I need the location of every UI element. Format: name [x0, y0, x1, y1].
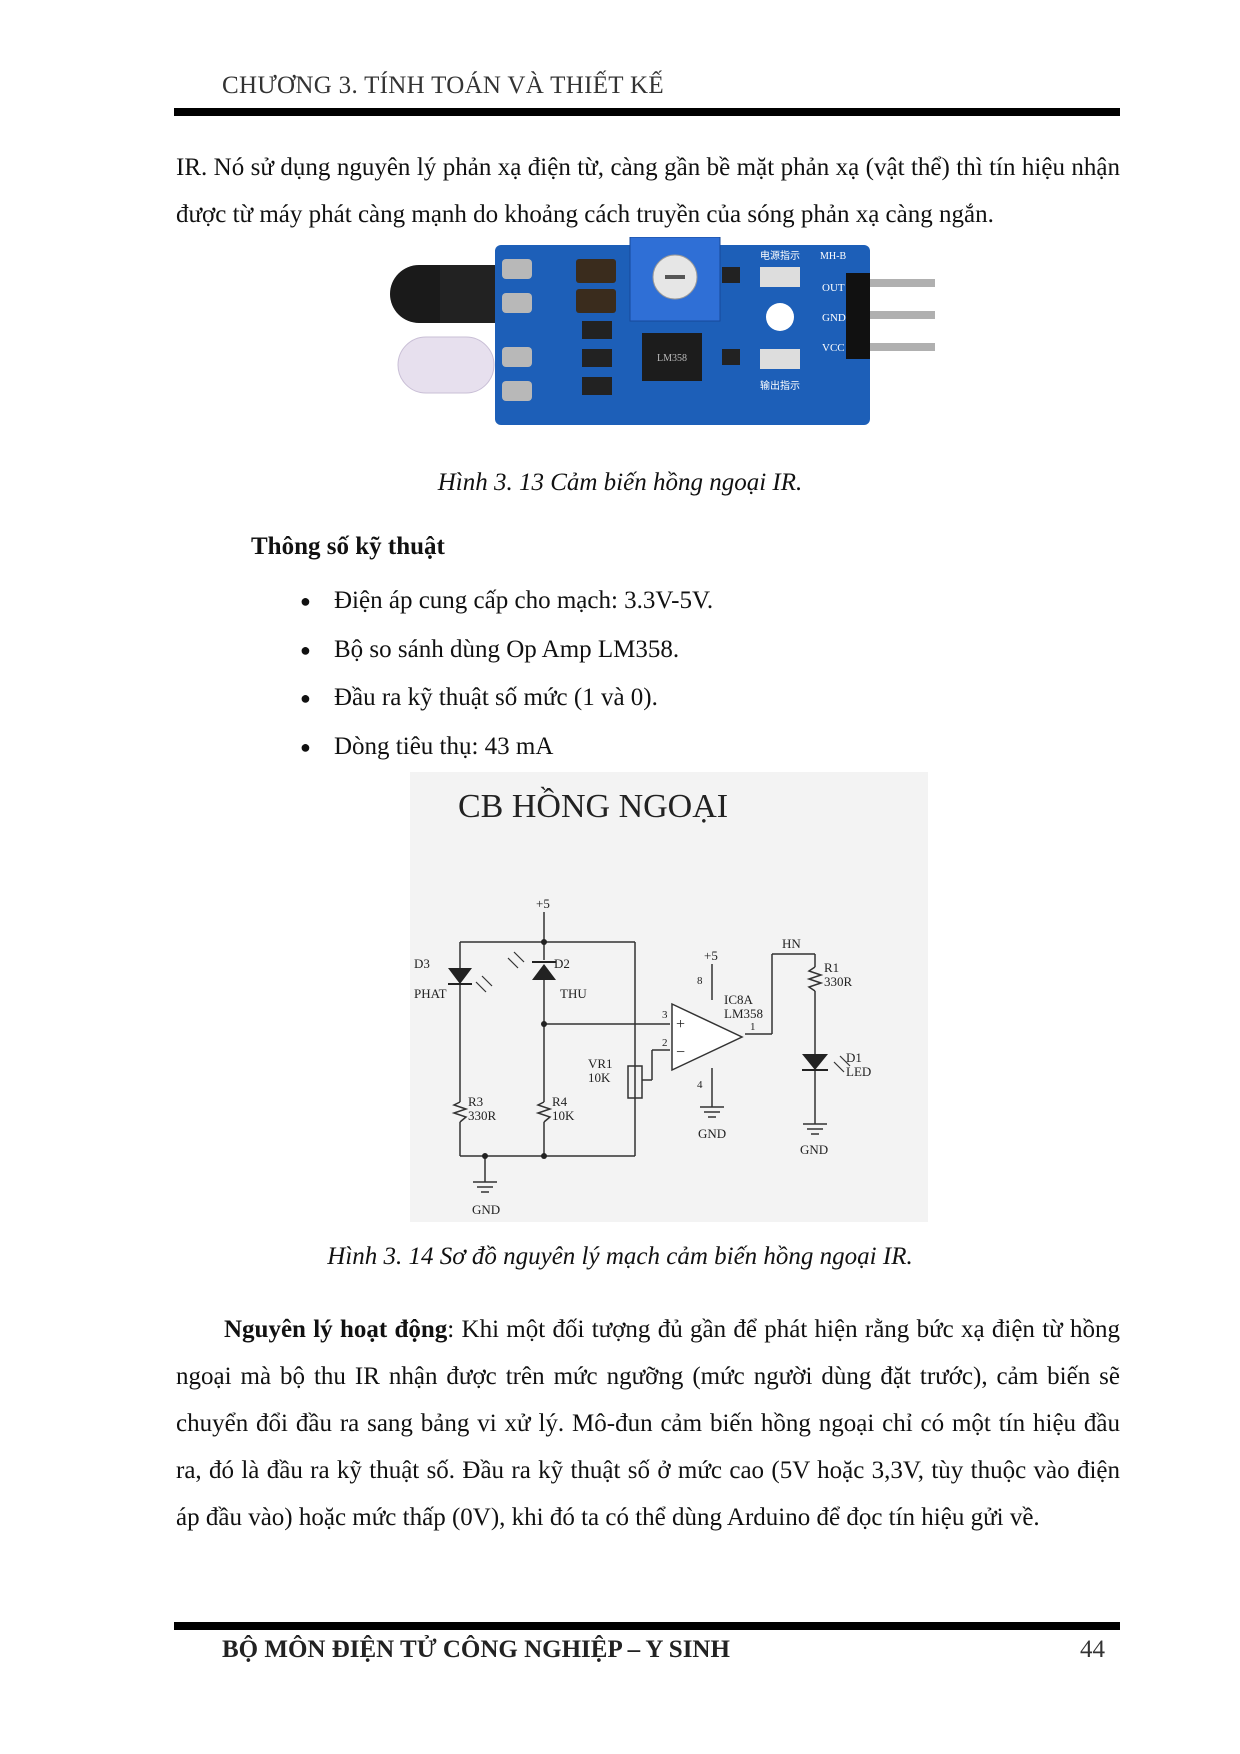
- label-d2: D2: [554, 956, 570, 971]
- label-r1: R1: [824, 960, 839, 975]
- header-title: CHƯƠNG 3. TÍNH TOÁN VÀ THIẾT KẾ: [222, 72, 664, 99]
- potentiometer-vr1: [627, 1065, 643, 1099]
- label-d1: D1: [846, 1050, 862, 1065]
- label-pin8: 8: [697, 975, 703, 987]
- label-vr1-value: 10K: [588, 1070, 611, 1085]
- label-r4-value: 10K: [552, 1108, 575, 1123]
- label-pin3: 3: [662, 1009, 668, 1021]
- label-vr1: VR1: [588, 1056, 613, 1071]
- label-thu: THU: [560, 986, 587, 1001]
- ground-symbols: [473, 1106, 827, 1193]
- page-number: 44: [1080, 1636, 1105, 1663]
- bullet-icon: ●: [300, 591, 311, 611]
- label-minus: −: [676, 1044, 685, 1061]
- op-amp: [671, 1002, 744, 1072]
- schematic-title: CB HỒNG NGOẠI: [458, 786, 728, 825]
- label-plus: +: [676, 1016, 685, 1033]
- label-phat: PHAT: [414, 986, 447, 1001]
- bullet-icon: ●: [300, 639, 311, 660]
- label-hn: HN: [782, 936, 801, 951]
- label-ic: IC8A: [724, 992, 754, 1007]
- junction-dots: [482, 939, 547, 1159]
- principle-paragraph: Nguyên lý hoạt động: Khi một đối tượng đ…: [176, 1306, 1120, 1541]
- figure2-caption: Hình 3. 14 Sơ đồ nguyên lý mạch cảm biến…: [327, 1243, 913, 1270]
- label-gnd-left: GND: [472, 1202, 500, 1217]
- resistor-r3: [451, 1101, 469, 1123]
- silk-bottom: 输出指示: [760, 379, 800, 392]
- resistor-r4: [535, 1101, 553, 1123]
- diode-d2: [532, 964, 556, 980]
- figure1-caption: Hình 3. 13 Cảm biến hồng ngoại IR.: [437, 469, 803, 496]
- label-pin1: 1: [750, 1021, 756, 1033]
- label-gnd-right: GND: [800, 1142, 828, 1157]
- specs-heading: Thông số kỹ thuật: [251, 533, 445, 560]
- chip-label: LM358: [657, 353, 687, 364]
- label-pin4: 4: [697, 1079, 703, 1091]
- specs-list: ●Điện áp cung cấp cho mạch: 3.3V-5V. ●Bộ…: [300, 577, 713, 771]
- label-r3-value: 330R: [468, 1108, 497, 1123]
- label-r3: R3: [468, 1094, 483, 1109]
- ir-emitter-led: [397, 336, 495, 394]
- pin-header: [846, 273, 870, 359]
- list-item: ●Dòng tiêu thụ: 43 mA: [300, 723, 713, 772]
- label-r4: R4: [552, 1094, 568, 1109]
- bullet-icon: ●: [300, 688, 311, 708]
- lm358-chip: [642, 333, 702, 381]
- silk-top: 电源指示: [760, 249, 800, 262]
- ir-sensor-photo: LM358 电源指示 输出指示 MH-B OUT GND VCC: [390, 237, 935, 425]
- list-item: ●Đầu ra kỹ thuật số mức (1 và 0).: [300, 674, 713, 723]
- footer-department: BỘ MÔN ĐIỆN TỬ CÔNG NGHIỆP – Y SINH: [222, 1636, 730, 1663]
- schematic-diagram: CB HỒNG NGOẠI: [410, 772, 928, 1222]
- intro-paragraph: IR. Nó sử dụng nguyên lý phản xạ điện từ…: [176, 154, 1120, 228]
- principle-text: : Khi một đối tượng đủ gần để phát hiện …: [176, 1316, 1120, 1531]
- label-vcc-left: +5: [536, 896, 550, 911]
- pin-label-gnd: GND: [822, 312, 846, 324]
- label-vcc-op: +5: [704, 948, 718, 963]
- board-label: MH-B: [820, 251, 846, 262]
- led-d1: [802, 1054, 828, 1070]
- principle-label: Nguyên lý hoạt động: [224, 1316, 448, 1343]
- bullet-icon: ●: [300, 736, 311, 757]
- label-led: LED: [846, 1064, 871, 1079]
- light-arrows: [475, 951, 851, 1073]
- header-rule: [174, 108, 1120, 116]
- pin-label-vcc: VCC: [822, 342, 845, 354]
- pin-label-out: OUT: [822, 282, 845, 294]
- footer-rule: [174, 1622, 1120, 1630]
- label-d3: D3: [414, 956, 430, 971]
- label-r1-value: 330R: [824, 974, 853, 989]
- list-item: ●Bộ so sánh dùng Op Amp LM358.: [300, 626, 713, 675]
- list-item: ●Điện áp cung cấp cho mạch: 3.3V-5V.: [300, 577, 713, 626]
- label-pin2: 2: [662, 1037, 668, 1049]
- label-gnd-op: GND: [698, 1126, 726, 1141]
- label-ic-part: LM358: [724, 1006, 763, 1021]
- resistor-r1: [806, 966, 824, 992]
- diode-d3: [448, 968, 472, 984]
